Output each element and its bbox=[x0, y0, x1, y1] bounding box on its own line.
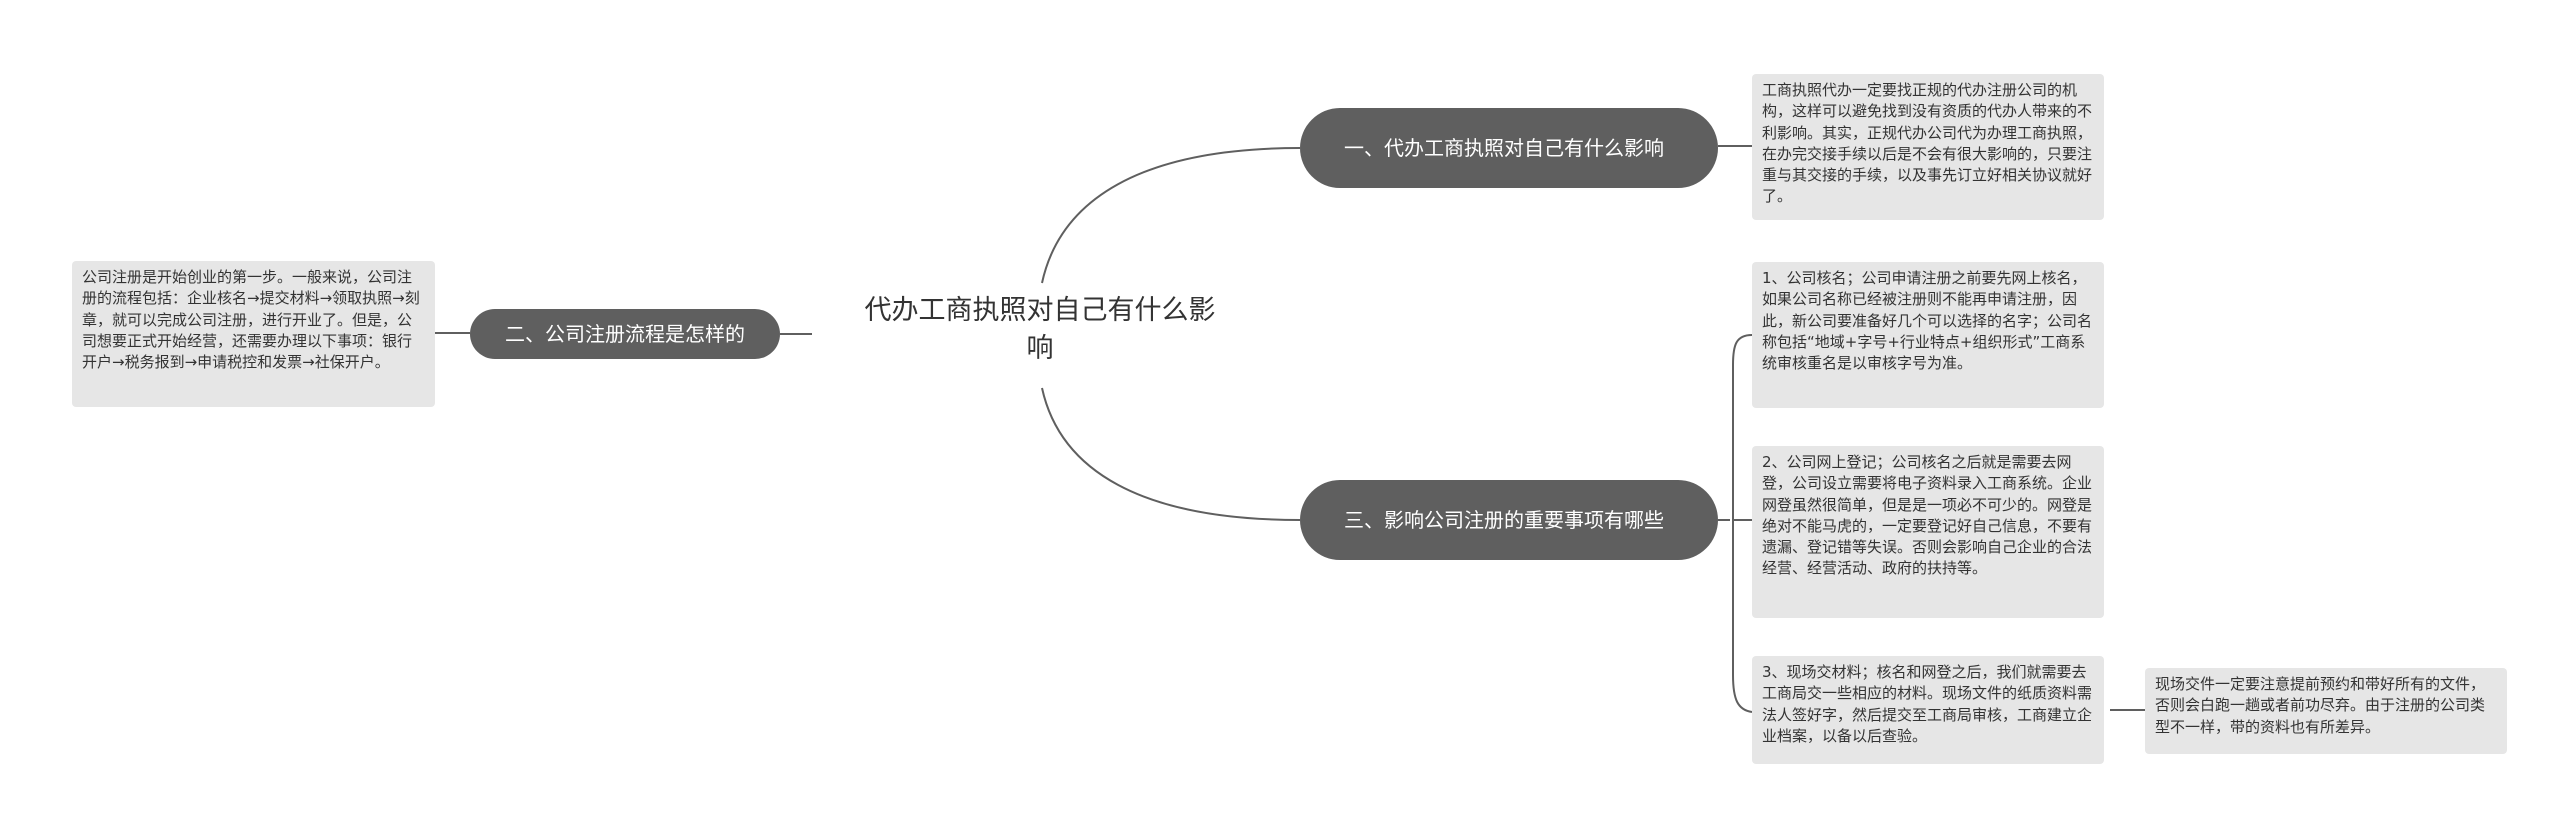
branch-2[interactable]: 二、公司注册流程是怎样的 bbox=[470, 309, 780, 359]
branch-1-label: 一、代办工商执照对自己有什么影响 bbox=[1344, 136, 1664, 160]
branch-2-note: 公司注册是开始创业的第一步。一般来说，公司注册的流程包括：企业核名→提交材料→领… bbox=[72, 261, 435, 407]
branch-1-note: 工商执照代办一定要找正规的代办注册公司的机构，这样可以避免找到没有资质的代办人带… bbox=[1752, 74, 2104, 220]
connector-central-branch-3 bbox=[1041, 387, 1301, 521]
connector-branch-3-note-1 bbox=[1732, 334, 1753, 713]
branch-3-label: 三、影响公司注册的重要事项有哪些 bbox=[1344, 508, 1664, 532]
branch-2-label: 二、公司注册流程是怎样的 bbox=[505, 322, 745, 346]
branch-3-note-1: 1、公司核名；公司申请注册之前要先网上核名，如果公司名称已经被注册则不能再申请注… bbox=[1752, 262, 2104, 408]
connector-central-branch-1 bbox=[1041, 147, 1301, 284]
branch-3-note-2: 2、公司网上登记；公司核名之后就是需要去网登，公司设立需要将电子资料录入工商系统… bbox=[1752, 446, 2104, 618]
branch-1[interactable]: 一、代办工商执照对自己有什么影响 bbox=[1300, 108, 1718, 188]
branch-3-note-3: 3、现场交材料；核名和网登之后，我们就需要去工商局交一些相应的材料。现场文件的纸… bbox=[1752, 656, 2104, 764]
central-topic: 代办工商执照对自己有什么影响 bbox=[864, 295, 1216, 364]
branch-3-sub-note: 现场交件一定要注意提前预约和带好所有的文件，否则会白跑一趟或者前功尽弃。由于注册… bbox=[2145, 668, 2507, 754]
branch-3[interactable]: 三、影响公司注册的重要事项有哪些 bbox=[1300, 480, 1718, 560]
